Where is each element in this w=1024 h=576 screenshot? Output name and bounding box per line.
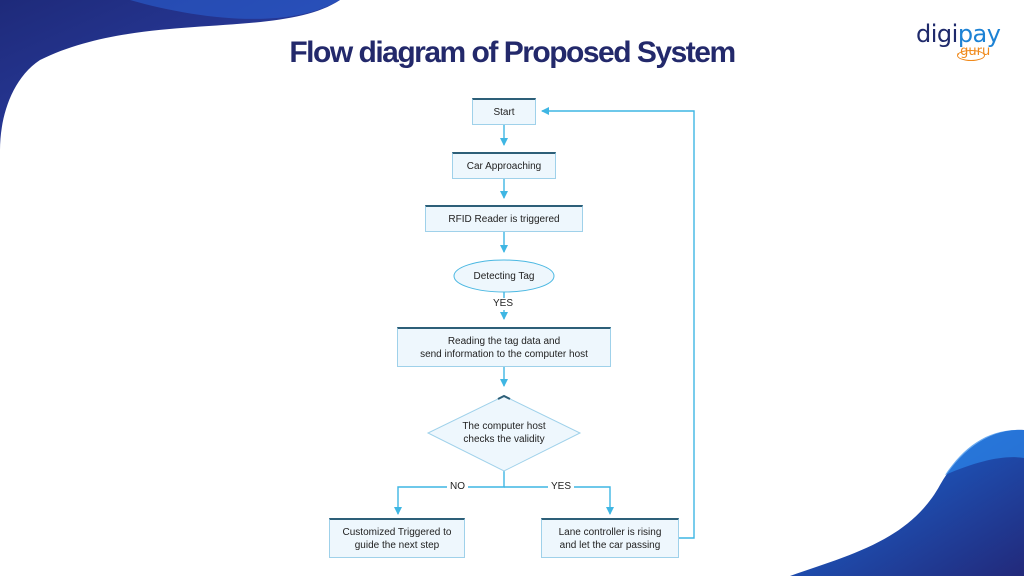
edge-label-yes: YES [548,481,575,493]
edge-label-no: NO [447,481,468,493]
page-title: Flow diagram of Proposed System [289,36,736,69]
node-validity-check: The computer host checks the validity [462,421,546,445]
logo-wordmark: digipay [916,20,1001,48]
digipay-logo: digipay .guru [916,20,1006,70]
node-start: Start [472,98,536,125]
node-reading-tag: Reading the tag data and send informatio… [397,327,611,367]
edge-loop-back-to-start [541,107,695,539]
logo-accent: pay [957,20,1001,48]
edge-validity-yes [504,486,614,515]
node-detecting-tag: Detecting Tag [473,270,535,282]
node-lane-controller: Lane controller is rising and let the ca… [541,518,679,558]
top-left-wave [0,0,340,150]
node-customized-triggered: Customized Triggered to guide the next s… [329,518,465,558]
top-left-wave-light [130,0,340,19]
diamond-validity-top-edge [497,394,511,400]
node-car-approaching: Car Approaching [452,152,556,179]
logo-ring-icon [957,50,985,61]
ellipse-detecting-tag [453,259,555,293]
logo-suffix: .guru [956,44,991,59]
bottom-right-wave-light [945,429,1024,475]
edge-label-detect-yes: YES [490,298,517,310]
node-rfid-reader: RFID Reader is triggered [425,205,583,232]
diamond-validity [426,395,582,472]
logo-prefix: digi [916,20,958,48]
